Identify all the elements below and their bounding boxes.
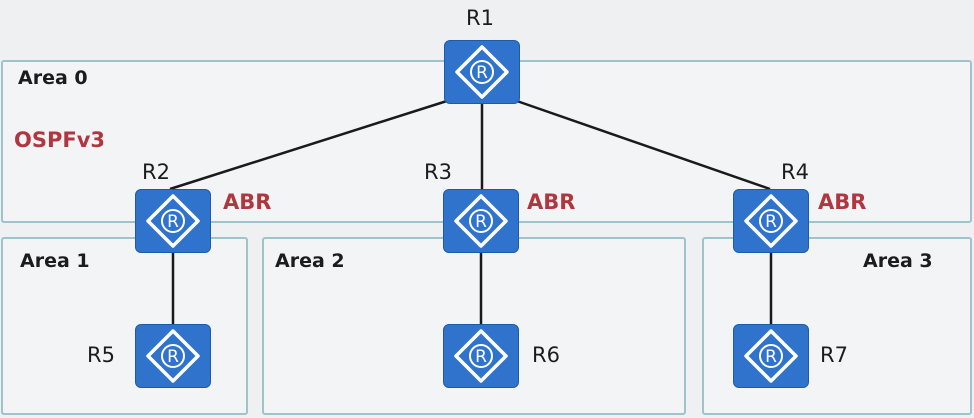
router-r1-label: R1: [466, 6, 494, 30]
router-r2[interactable]: R: [135, 189, 211, 253]
router-r1[interactable]: R: [444, 40, 520, 104]
router-r5[interactable]: R: [135, 324, 211, 388]
router-glyph: R: [765, 212, 777, 232]
router-icon: R: [146, 329, 200, 383]
router-glyph: R: [476, 63, 488, 83]
router-r4-role: ABR: [818, 190, 867, 214]
area-0-label: Area 0: [18, 67, 88, 89]
router-r5-label: R5: [87, 343, 115, 367]
router-icon: R: [744, 194, 798, 248]
router-glyph: R: [475, 347, 487, 367]
router-r2-role: ABR: [223, 190, 272, 214]
router-icon: R: [455, 45, 509, 99]
router-glyph: R: [475, 212, 487, 232]
router-r2-label: R2: [142, 160, 170, 184]
router-r6[interactable]: R: [443, 324, 519, 388]
router-r7[interactable]: R: [733, 324, 809, 388]
link-r1-r2: [169, 98, 451, 191]
router-icon: R: [744, 329, 798, 383]
router-r3[interactable]: R: [443, 189, 519, 253]
router-icon: R: [146, 194, 200, 248]
router-r3-label: R3: [424, 160, 452, 184]
router-r7-label: R7: [820, 343, 848, 367]
router-r3-role: ABR: [527, 190, 576, 214]
router-icon: R: [454, 194, 508, 248]
area-1-label: Area 1: [20, 250, 90, 272]
area-3-label: Area 3: [863, 250, 933, 272]
router-icon: R: [454, 329, 508, 383]
link-r1-r4: [513, 98, 771, 191]
router-r4-label: R4: [781, 160, 809, 184]
router-glyph: R: [765, 347, 777, 367]
router-r6-label: R6: [532, 343, 560, 367]
protocol-label: OSPFv3: [14, 128, 106, 152]
router-glyph: R: [167, 347, 179, 367]
area-2-label: Area 2: [275, 250, 345, 272]
router-r4[interactable]: R: [733, 189, 809, 253]
router-glyph: R: [167, 212, 179, 232]
